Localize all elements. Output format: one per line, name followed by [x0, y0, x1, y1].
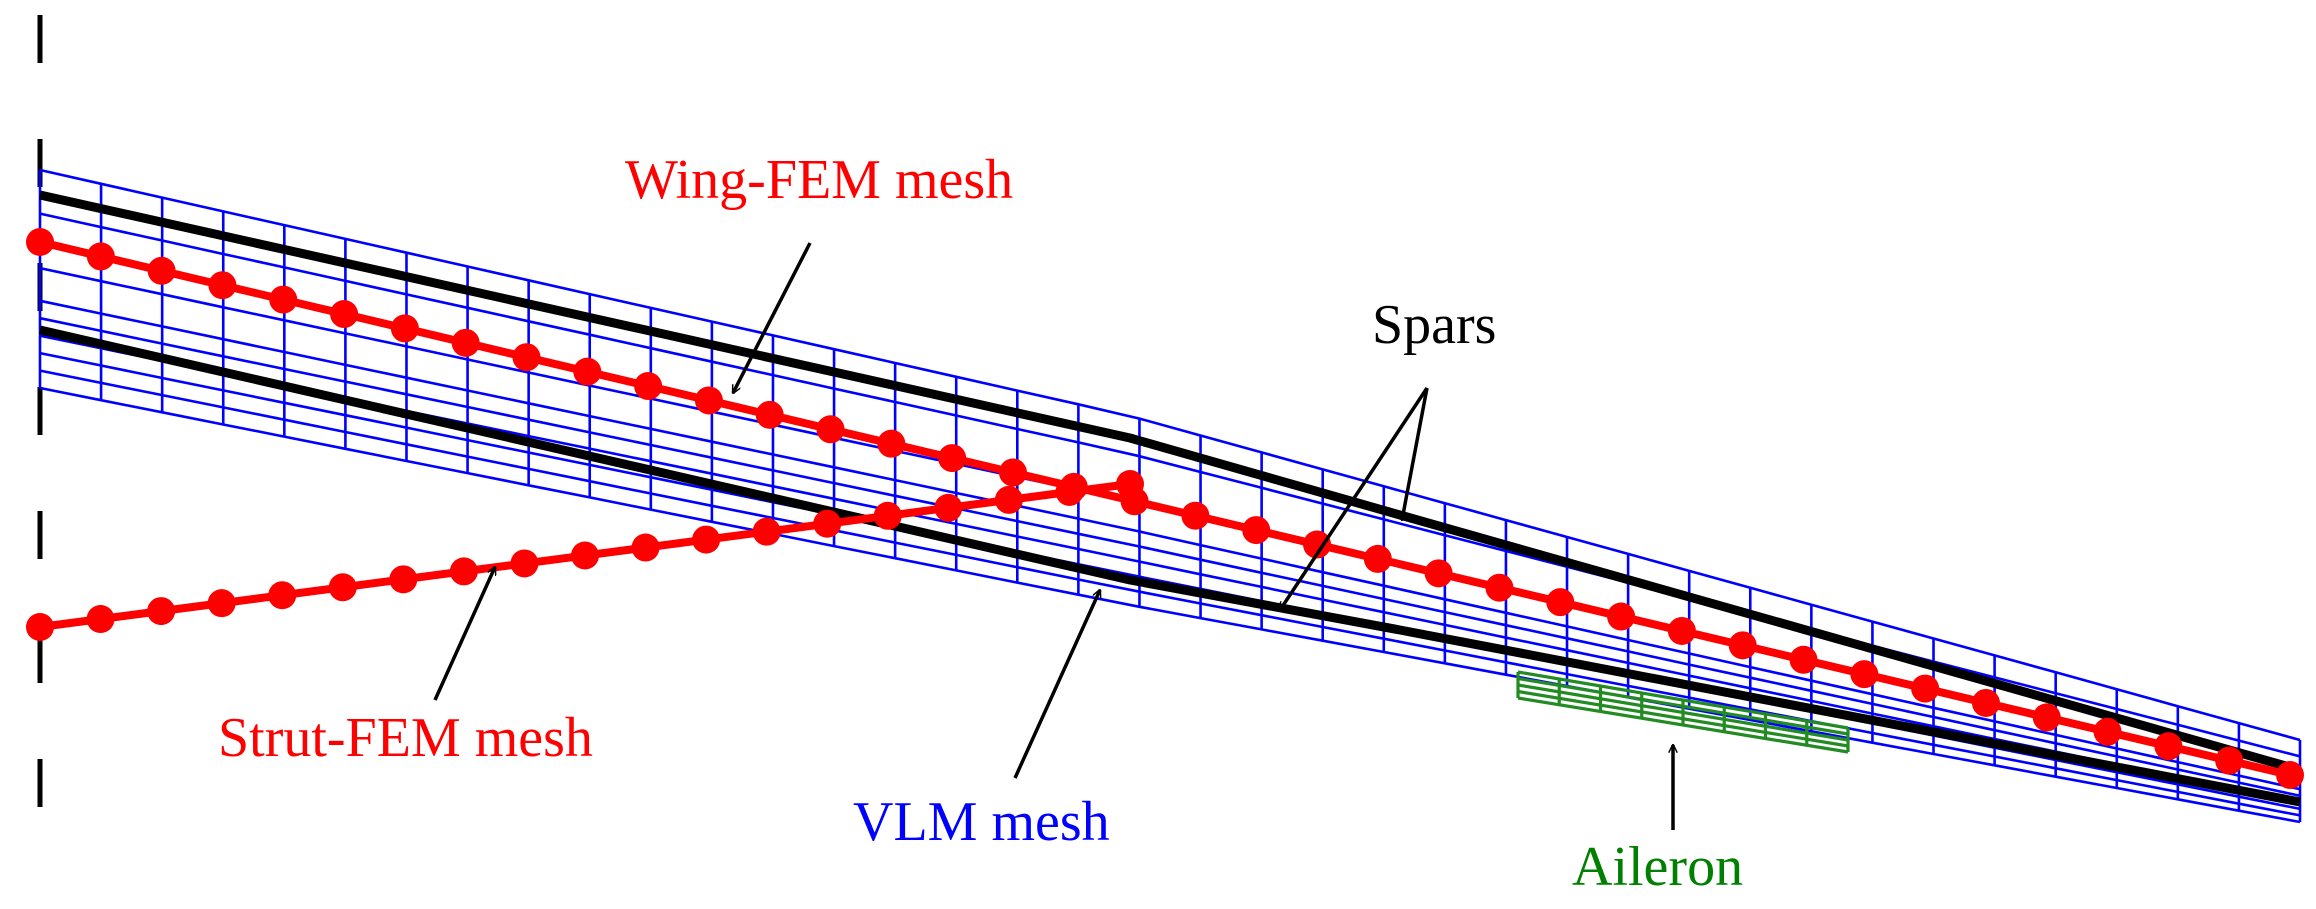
strut-fem-node	[1055, 477, 1084, 506]
wing-fem-line	[39, 238, 2291, 779]
wing-fem-node	[26, 228, 54, 256]
wing-fem-node	[451, 328, 480, 357]
wing-fem-node	[1242, 516, 1271, 545]
wing-fem-node	[2276, 761, 2304, 789]
strut-fem-node	[813, 509, 842, 538]
wing-fem-node	[1607, 602, 1636, 631]
wing-fem-node	[330, 300, 359, 329]
wing-fem-node	[390, 314, 419, 343]
wing-fem-node	[1667, 616, 1696, 645]
strut-fem-node	[389, 565, 418, 594]
wing-fem-node	[634, 372, 663, 401]
aileron-mesh	[1516, 670, 1850, 754]
strut-fem-label: Strut-FEM mesh	[218, 707, 593, 769]
wing-fem-node	[147, 256, 176, 285]
rear-spar	[38, 325, 2301, 807]
wing-fem-node	[1181, 501, 1210, 530]
wing-fem-node	[208, 271, 237, 300]
wing-fem-node	[1911, 674, 1940, 703]
spars-label: Spars	[1372, 294, 1496, 356]
vlm-label: VLM mesh	[853, 791, 1110, 853]
strut-fem-node	[328, 573, 357, 602]
wing-fem-node	[998, 458, 1027, 487]
vlm-span-line	[39, 299, 2301, 791]
wing-fem-pointer	[731, 242, 812, 393]
strut-fem-node	[1116, 470, 1144, 498]
strut-fem-node	[692, 525, 721, 554]
strut-fem-node	[934, 493, 963, 522]
strut-fem-node	[147, 597, 176, 626]
front-spar	[39, 190, 2302, 775]
wing-fem-node	[938, 444, 967, 473]
wing-fem-node	[1728, 631, 1757, 660]
wing-fem-node	[2032, 703, 2061, 732]
strut-fem-node	[994, 485, 1023, 514]
wing-fem-node	[1424, 559, 1453, 588]
strut-fem-pointer	[433, 567, 497, 701]
wing-fem-node	[512, 343, 541, 372]
strut-fem-node	[571, 541, 599, 570]
strut-fem-node	[510, 549, 539, 578]
strut-fem-node	[207, 589, 236, 618]
strut-fem-node	[26, 613, 54, 641]
wing-fem-node	[755, 400, 784, 429]
wing-fem-node	[1363, 544, 1392, 573]
wing-fem-node	[1485, 573, 1514, 602]
vlm-span-line	[39, 316, 2301, 798]
wing-fem-node	[573, 357, 602, 386]
wing-fem-node	[86, 242, 115, 271]
aileron-label: Aileron	[1572, 836, 1743, 898]
strut-fem-node	[449, 557, 478, 586]
vlm-pointer	[1013, 590, 1102, 779]
wing-fem-node	[1789, 645, 1818, 674]
spars-pointer-rear	[1278, 387, 1429, 610]
strut-fem-node	[752, 517, 781, 546]
wing-fem-node	[877, 429, 906, 458]
wing-fem-node	[1546, 588, 1575, 617]
spars-pointer-front	[1402, 387, 1429, 520]
strut-fem-node	[873, 501, 902, 530]
wing-fem-node	[694, 386, 723, 415]
wing-fem-node	[2093, 717, 2122, 746]
wing-fem-node	[1850, 660, 1879, 689]
vlm-span-line	[39, 168, 2301, 742]
wing-fem-node	[2215, 746, 2244, 775]
wing-fem-node	[1971, 688, 2000, 717]
strut-fem-node	[631, 533, 660, 562]
wing-fem-node	[2154, 732, 2183, 761]
wing-fem-node	[1303, 530, 1332, 559]
wing-fem-node	[269, 285, 298, 314]
vlm-span-line	[39, 386, 2301, 824]
vlm-span-line	[39, 369, 2301, 817]
strut-fem-beam	[26, 470, 1144, 641]
wing-fem-beam	[26, 228, 2304, 789]
strut-fem-node	[86, 605, 115, 634]
strut-fem-node	[268, 581, 297, 610]
wing-fem-node	[816, 415, 845, 444]
wing-fem-label: Wing-FEM mesh	[625, 149, 1013, 211]
